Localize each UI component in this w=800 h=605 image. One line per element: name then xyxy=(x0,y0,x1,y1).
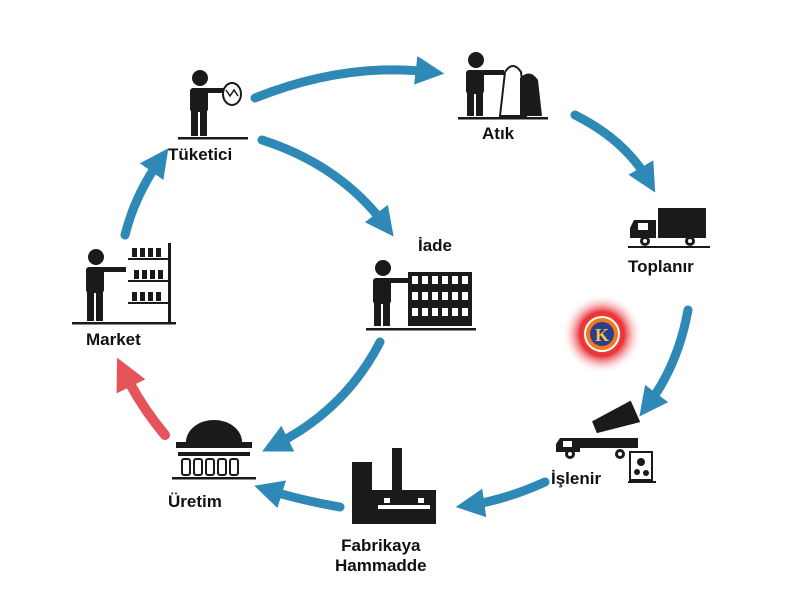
node-label-uretim: Üretim xyxy=(168,492,222,511)
node-label-toplanir: Toplanır xyxy=(628,257,694,276)
processing-dump-truck-icon xyxy=(556,400,656,483)
arrow-uretim-to-market xyxy=(116,357,170,440)
collection-truck-icon xyxy=(628,208,710,248)
node-label-market: Market xyxy=(86,330,141,349)
node-label-fabrika: Fabrikaya Hammadde xyxy=(335,536,427,576)
arrow-toplanir-to-islenir xyxy=(639,305,693,417)
arrow-tuketici-to-atik xyxy=(250,56,445,103)
arrow-fabrika-to-uretim xyxy=(254,480,345,512)
return-bottles-icon xyxy=(366,260,476,331)
arrow-atik-to-toplanir xyxy=(570,110,656,193)
consumer-icon xyxy=(178,70,248,140)
k-badge: K xyxy=(562,294,642,374)
node-label-tuketici: Tüketici xyxy=(168,145,233,164)
production-building-icon xyxy=(172,420,256,480)
node-label-atik: Atık xyxy=(482,124,515,143)
node-label-islenir: İşlenir xyxy=(551,469,602,488)
badge-letter: K xyxy=(595,325,609,345)
node-label-fabrika-line2: Hammadde xyxy=(335,556,427,575)
node-label-iade: İade xyxy=(418,236,453,255)
arrow-tuketici-to-iade xyxy=(257,135,394,237)
arrow-iade-to-uretim xyxy=(262,337,385,452)
factory-icon xyxy=(352,448,436,524)
node-label-fabrika-line1: Fabrikaya xyxy=(341,536,421,555)
arrow-market-to-tuketici xyxy=(120,148,169,240)
arrow-islenir-to-fabrika xyxy=(455,477,550,518)
market-shopper-icon xyxy=(72,243,176,325)
waste-icon xyxy=(458,52,548,120)
